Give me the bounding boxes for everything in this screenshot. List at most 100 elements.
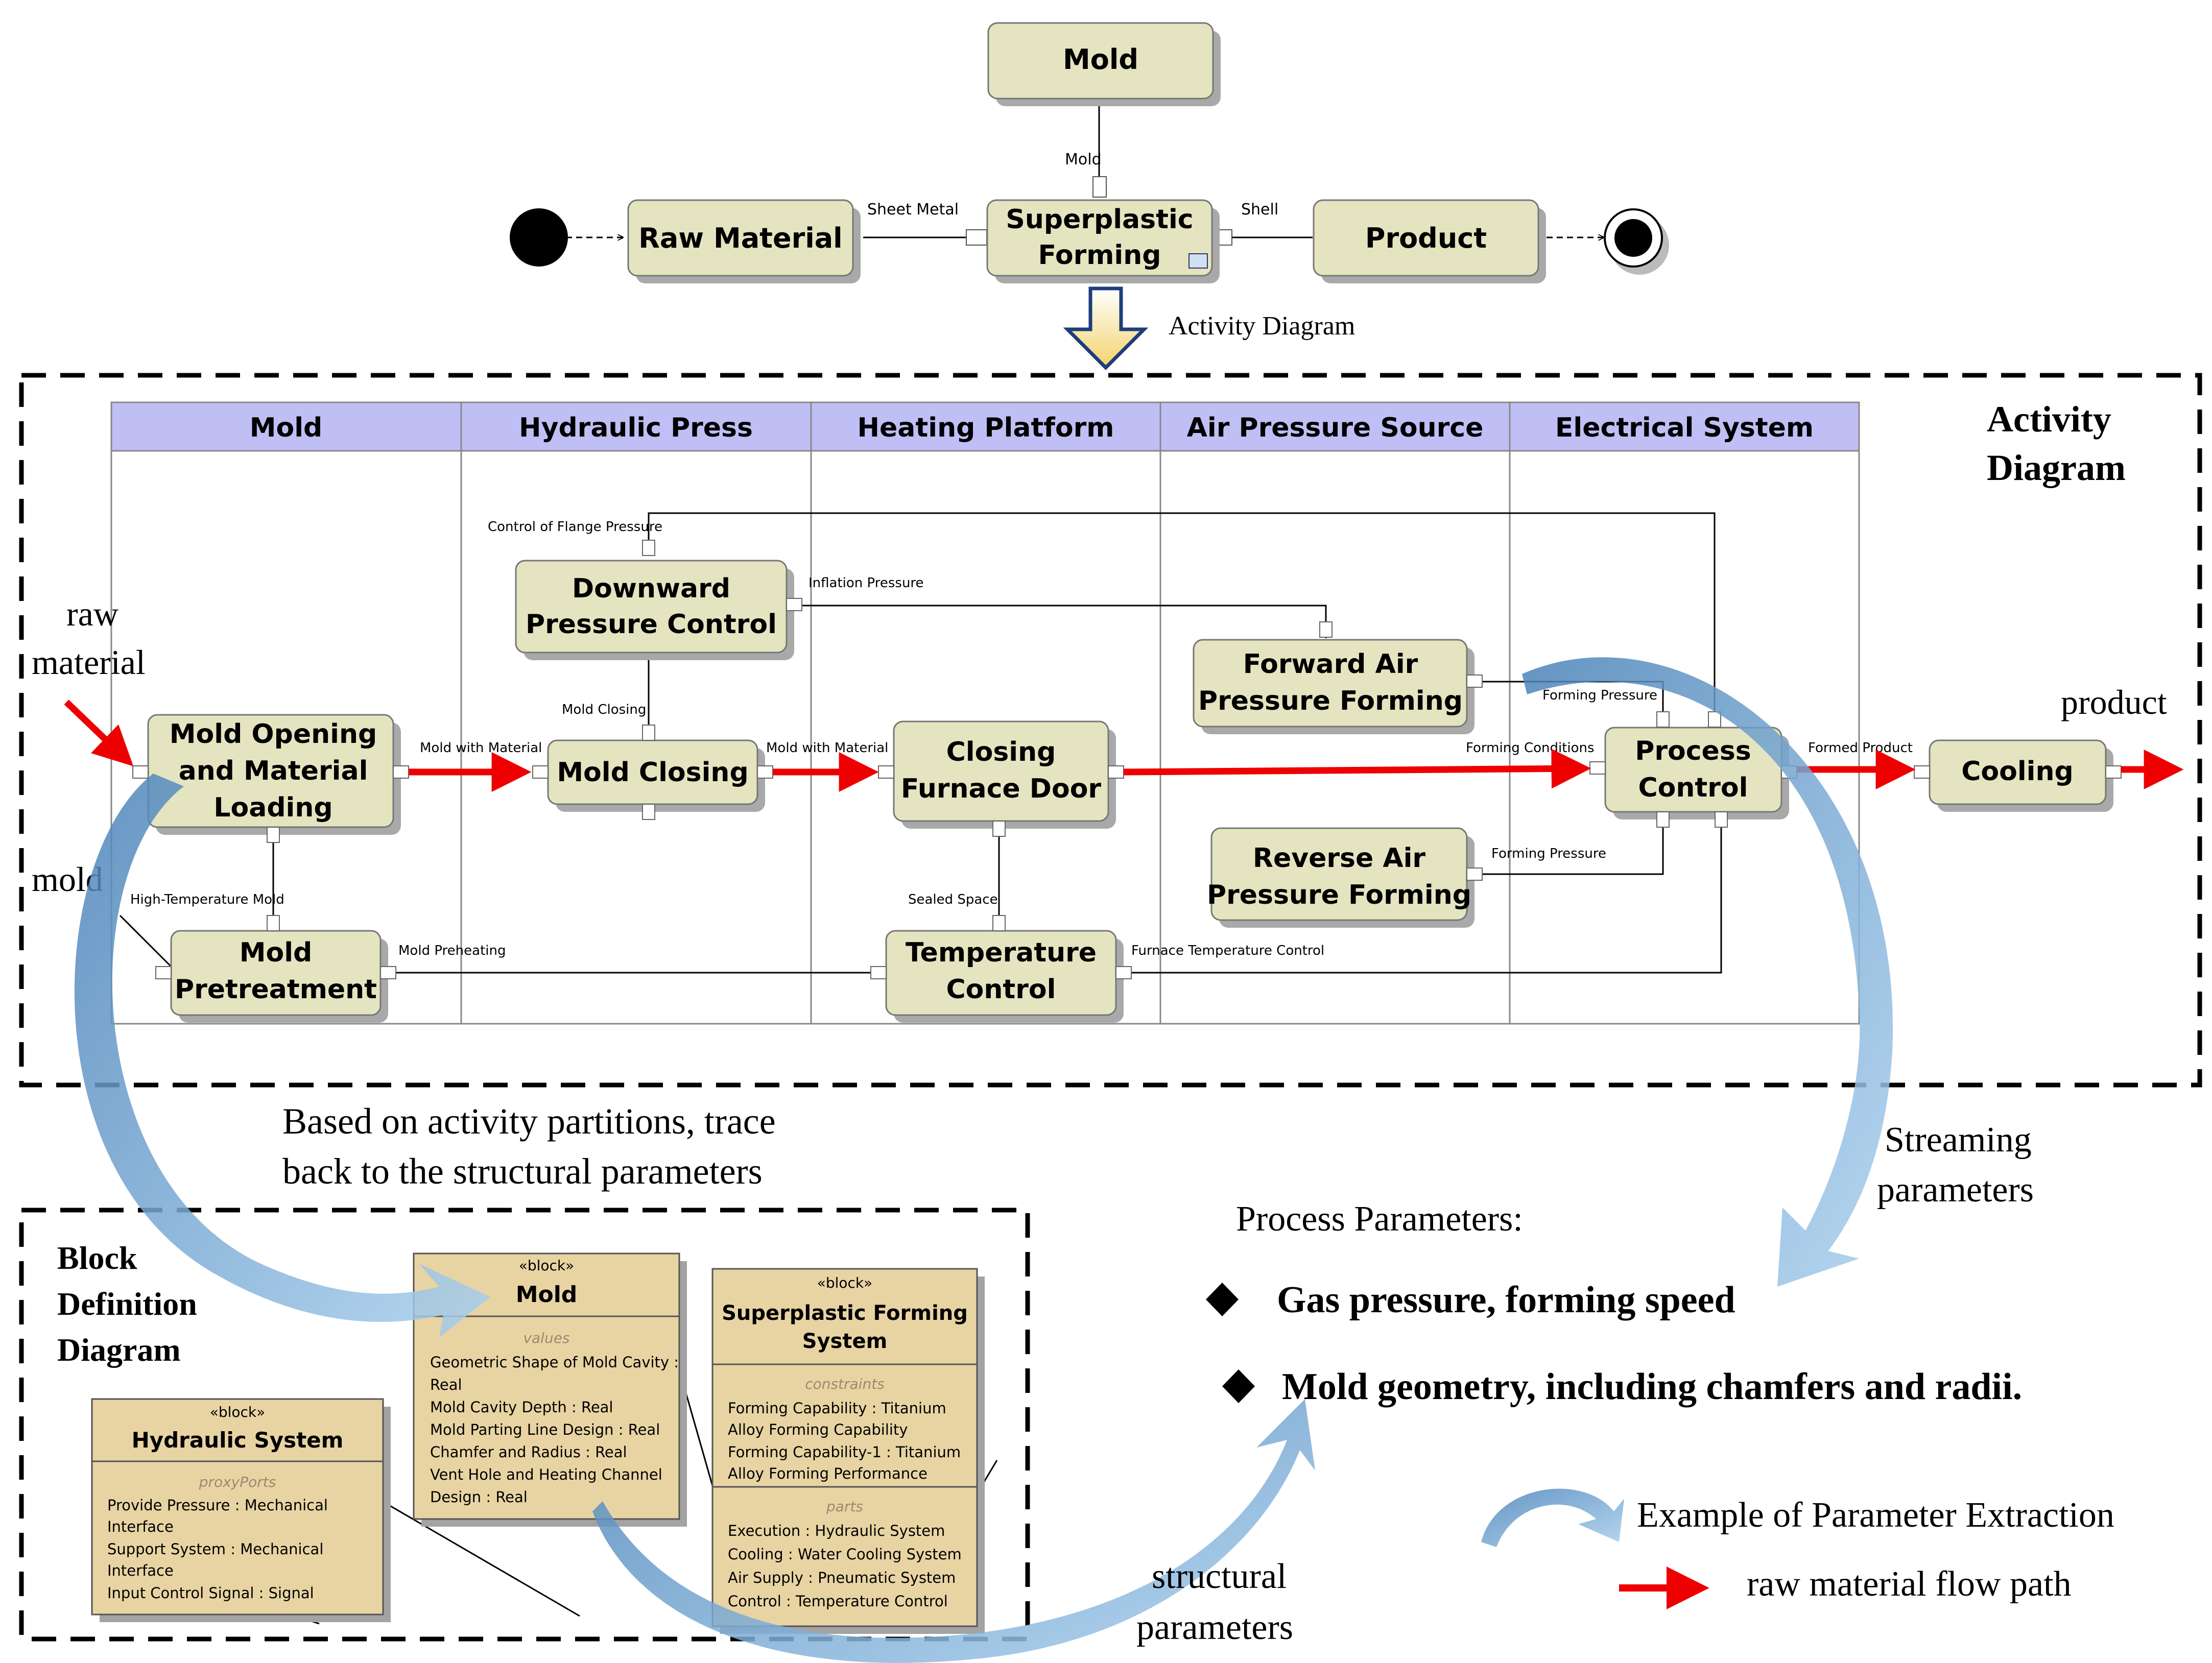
flow-label-control-flange: Control of Flange Pressure <box>488 519 662 535</box>
label-product: product <box>2061 683 2167 721</box>
process-param-2: Mold geometry, including chamfers and ra… <box>1282 1366 2022 1408</box>
top-action-superplastic-forming: Superplastic Forming <box>986 199 1220 283</box>
action-mold-closing: Mold Closing <box>547 739 765 812</box>
lane-header-hydraulic-press: Hydraulic Press <box>519 413 753 443</box>
trace-text-line1: Based on activity partitions, trace <box>282 1101 776 1142</box>
svg-text:Pressure Control: Pressure Control <box>526 609 777 640</box>
svg-text:Pressure Forming: Pressure Forming <box>1198 686 1463 716</box>
top-flow: Mold Sheet Metal Shell Mold Raw Material… <box>510 22 1669 370</box>
svg-text:Definition: Definition <box>57 1286 197 1322</box>
edge-label-sheet-metal: Sheet Metal <box>867 201 959 219</box>
edge-label-shell: Shell <box>1241 201 1278 219</box>
svg-text:Forming Capability-1 : Titaniu: Forming Capability-1 : Titanium <box>728 1443 961 1461</box>
label-streaming: Streaming <box>1885 1120 2032 1160</box>
svg-text:Furnace Door: Furnace Door <box>901 774 1102 804</box>
svg-text:Mold Parting Line Design : Rea: Mold Parting Line Design : Real <box>430 1421 660 1438</box>
svg-text:Mold: Mold <box>1063 43 1138 76</box>
action-mold-pretreatment: Mold Pretreatment <box>170 930 388 1023</box>
svg-text:proxyPorts: proxyPorts <box>199 1474 276 1490</box>
flow-label-inflation: Inflation Pressure <box>808 575 924 591</box>
legend-flow: raw material flow path <box>1747 1564 2072 1604</box>
svg-text:System: System <box>802 1330 888 1353</box>
svg-text:Control: Control <box>1638 773 1748 803</box>
activity-frame <box>19 373 2202 1088</box>
svg-text:Cooling: Cooling <box>1961 756 2074 787</box>
activity-diagram-caption: Activity Diagram <box>1169 311 1355 341</box>
svg-text:Air Supply : Pneumatic System: Air Supply : Pneumatic System <box>728 1569 956 1586</box>
curve-structural-params <box>592 1399 1315 1663</box>
svg-text:Loading: Loading <box>213 792 332 823</box>
bdd-frame <box>19 1208 1030 1642</box>
flow-label-forming-pressure-1: Forming Pressure <box>1542 688 1657 703</box>
process-params-heading: Process Parameters: <box>1236 1199 1523 1239</box>
subactivity-icon <box>1188 253 1208 269</box>
trace-text-line2: back to the structural parameters <box>282 1151 763 1192</box>
flow-label-high-temp-mold: High-Temperature Mold <box>130 892 284 907</box>
svg-text:Geometric Shape of Mold Cavity: Geometric Shape of Mold Cavity : <box>430 1354 679 1371</box>
svg-text:Mold Opening: Mold Opening <box>170 719 377 750</box>
svg-text:Hydraulic System: Hydraulic System <box>132 1428 344 1453</box>
label-material: material <box>32 643 146 682</box>
label-raw: raw <box>66 594 118 633</box>
svg-text:Interface: Interface <box>107 1562 174 1579</box>
svg-text:Alloy Forming Capability: Alloy Forming Capability <box>728 1421 908 1438</box>
svg-text:Mold Cavity Depth : Real: Mold Cavity Depth : Real <box>430 1399 613 1416</box>
svg-text:Input Control Signal : Signal: Input Control Signal : Signal <box>107 1584 314 1602</box>
svg-text:«block»: «block» <box>210 1404 266 1420</box>
svg-text:Provide Pressure : Mechanical: Provide Pressure : Mechanical <box>107 1497 328 1514</box>
flow-label-forming-conditions: Forming Conditions <box>1466 740 1595 756</box>
block-superplastic-forming-system: «block» Superplastic Forming System cons… <box>711 1268 985 1634</box>
lane-header-air-pressure-source: Air Pressure Source <box>1187 413 1484 443</box>
svg-text:Process: Process <box>1635 736 1751 766</box>
action-temperature-control: Temperature Control <box>885 930 1124 1023</box>
flow-label-mold-closing: Mold Closing <box>562 702 646 717</box>
svg-text:values: values <box>523 1330 569 1346</box>
svg-text:Forming Capability : Titanium: Forming Capability : Titanium <box>728 1400 946 1417</box>
edge-label-mold: Mold <box>1065 151 1102 168</box>
activity-title: Activity <box>1987 399 2111 440</box>
svg-text:Vent Hole and Heating Channel: Vent Hole and Heating Channel <box>430 1466 662 1483</box>
bdd-title: Block <box>57 1240 137 1276</box>
svg-text:Control : Temperature Control: Control : Temperature Control <box>728 1593 948 1610</box>
svg-text:Mold: Mold <box>516 1282 578 1308</box>
top-action-raw-material: Raw Material <box>627 199 861 283</box>
flow-labels: Control of Flange Pressure Inflation Pre… <box>130 519 1913 958</box>
svg-text:Interface: Interface <box>107 1518 174 1535</box>
flow-label-formed-product: Formed Product <box>1808 740 1913 756</box>
svg-text:Support System : Mechanical: Support System : Mechanical <box>107 1540 323 1558</box>
svg-text:Superplastic Forming: Superplastic Forming <box>722 1302 968 1325</box>
flow-label-forming-pressure-2: Forming Pressure <box>1491 846 1606 861</box>
label-structural-params: parameters <box>1136 1608 1293 1647</box>
svg-text:Product: Product <box>1365 222 1487 254</box>
top-action-mold: Mold <box>987 22 1221 106</box>
svg-text:Raw Material: Raw Material <box>638 222 842 254</box>
svg-text:Forming: Forming <box>1038 240 1161 271</box>
trace-curves <box>74 657 1893 1663</box>
bullet-diamond-icon <box>1222 1369 1255 1403</box>
svg-text:and Material: and Material <box>179 756 368 786</box>
top-action-product: Product <box>1313 199 1546 283</box>
svg-text:Cooling : Water Cooling System: Cooling : Water Cooling System <box>728 1546 962 1563</box>
material-flow <box>64 700 2184 792</box>
legend-example: Example of Parameter Extraction <box>1637 1496 2114 1535</box>
svg-text:Execution : Hydraulic System: Execution : Hydraulic System <box>728 1522 945 1539</box>
legend-curve-icon <box>1481 1488 1624 1547</box>
lane-header-mold: Mold <box>250 413 323 443</box>
svg-text:«block»: «block» <box>519 1257 575 1274</box>
svg-text:Alloy Forming Performance: Alloy Forming Performance <box>728 1465 927 1482</box>
action-cooling: Cooling <box>1929 739 2113 812</box>
action-process-control: Process Control <box>1604 727 1789 820</box>
svg-text:Forward Air: Forward Air <box>1243 649 1418 680</box>
action-downward-pressure-control: Downward Pressure Control <box>515 560 794 660</box>
lane-header-heating-platform: Heating Platform <box>858 413 1114 443</box>
block-hydraulic-system: «block» Hydraulic System proxyPorts Prov… <box>91 1398 391 1622</box>
svg-text:Diagram: Diagram <box>57 1332 181 1368</box>
legend: Example of Parameter Extraction raw mate… <box>1481 1488 2114 1609</box>
svg-text:parts: parts <box>826 1498 863 1515</box>
label-structural: structural <box>1152 1557 1287 1596</box>
svg-text:Mold: Mold <box>240 937 313 968</box>
initial-node <box>510 208 568 267</box>
flow-label-mold-preheating: Mold Preheating <box>398 943 506 958</box>
svg-text:Design : Real: Design : Real <box>430 1488 528 1506</box>
curve-trace-to-bdd <box>74 774 490 1338</box>
